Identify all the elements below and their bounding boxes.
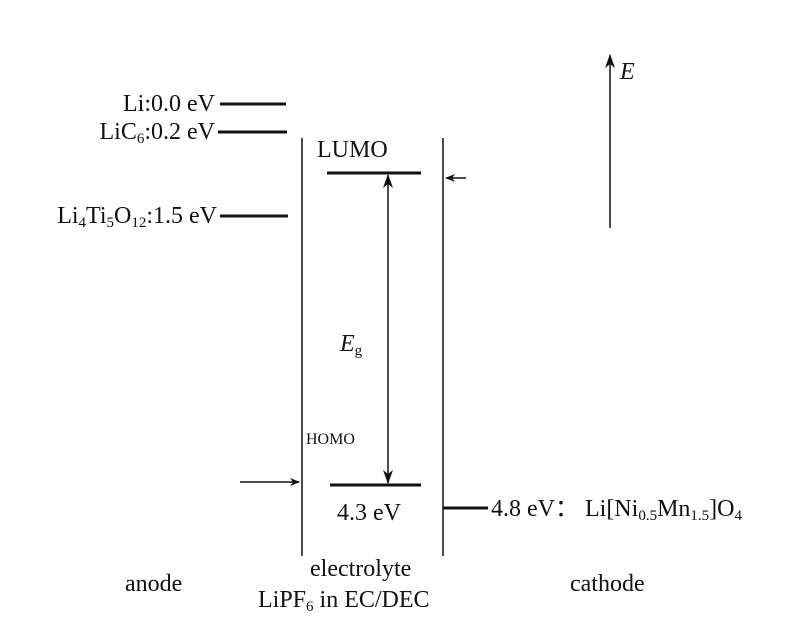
electrolyte-region-label: electrolyte	[310, 556, 412, 582]
anode-region-label: anode	[125, 571, 183, 597]
anode-level-lto: Li4Ti5O12:1.5 eV	[57, 203, 217, 231]
anode-level-lic6: LiC6:0.2 eV	[99, 119, 216, 147]
electrolyte-composition-label: LiPF6 in EC/DEC	[258, 587, 430, 615]
anode-level-li: Li:0.0 eV	[123, 91, 215, 117]
energy-axis-label: E	[620, 59, 635, 85]
energy-gap-label: Eg	[340, 331, 363, 359]
homo-value: 4.3 eV	[337, 500, 401, 526]
homo-label: HOMO	[306, 431, 355, 448]
cathode-region-label: cathode	[570, 571, 645, 597]
lumo-label: LUMO	[317, 137, 388, 163]
cathode-level-label: 4.8 eV： Li[Ni0.5Mn1.5]O4	[491, 496, 742, 524]
